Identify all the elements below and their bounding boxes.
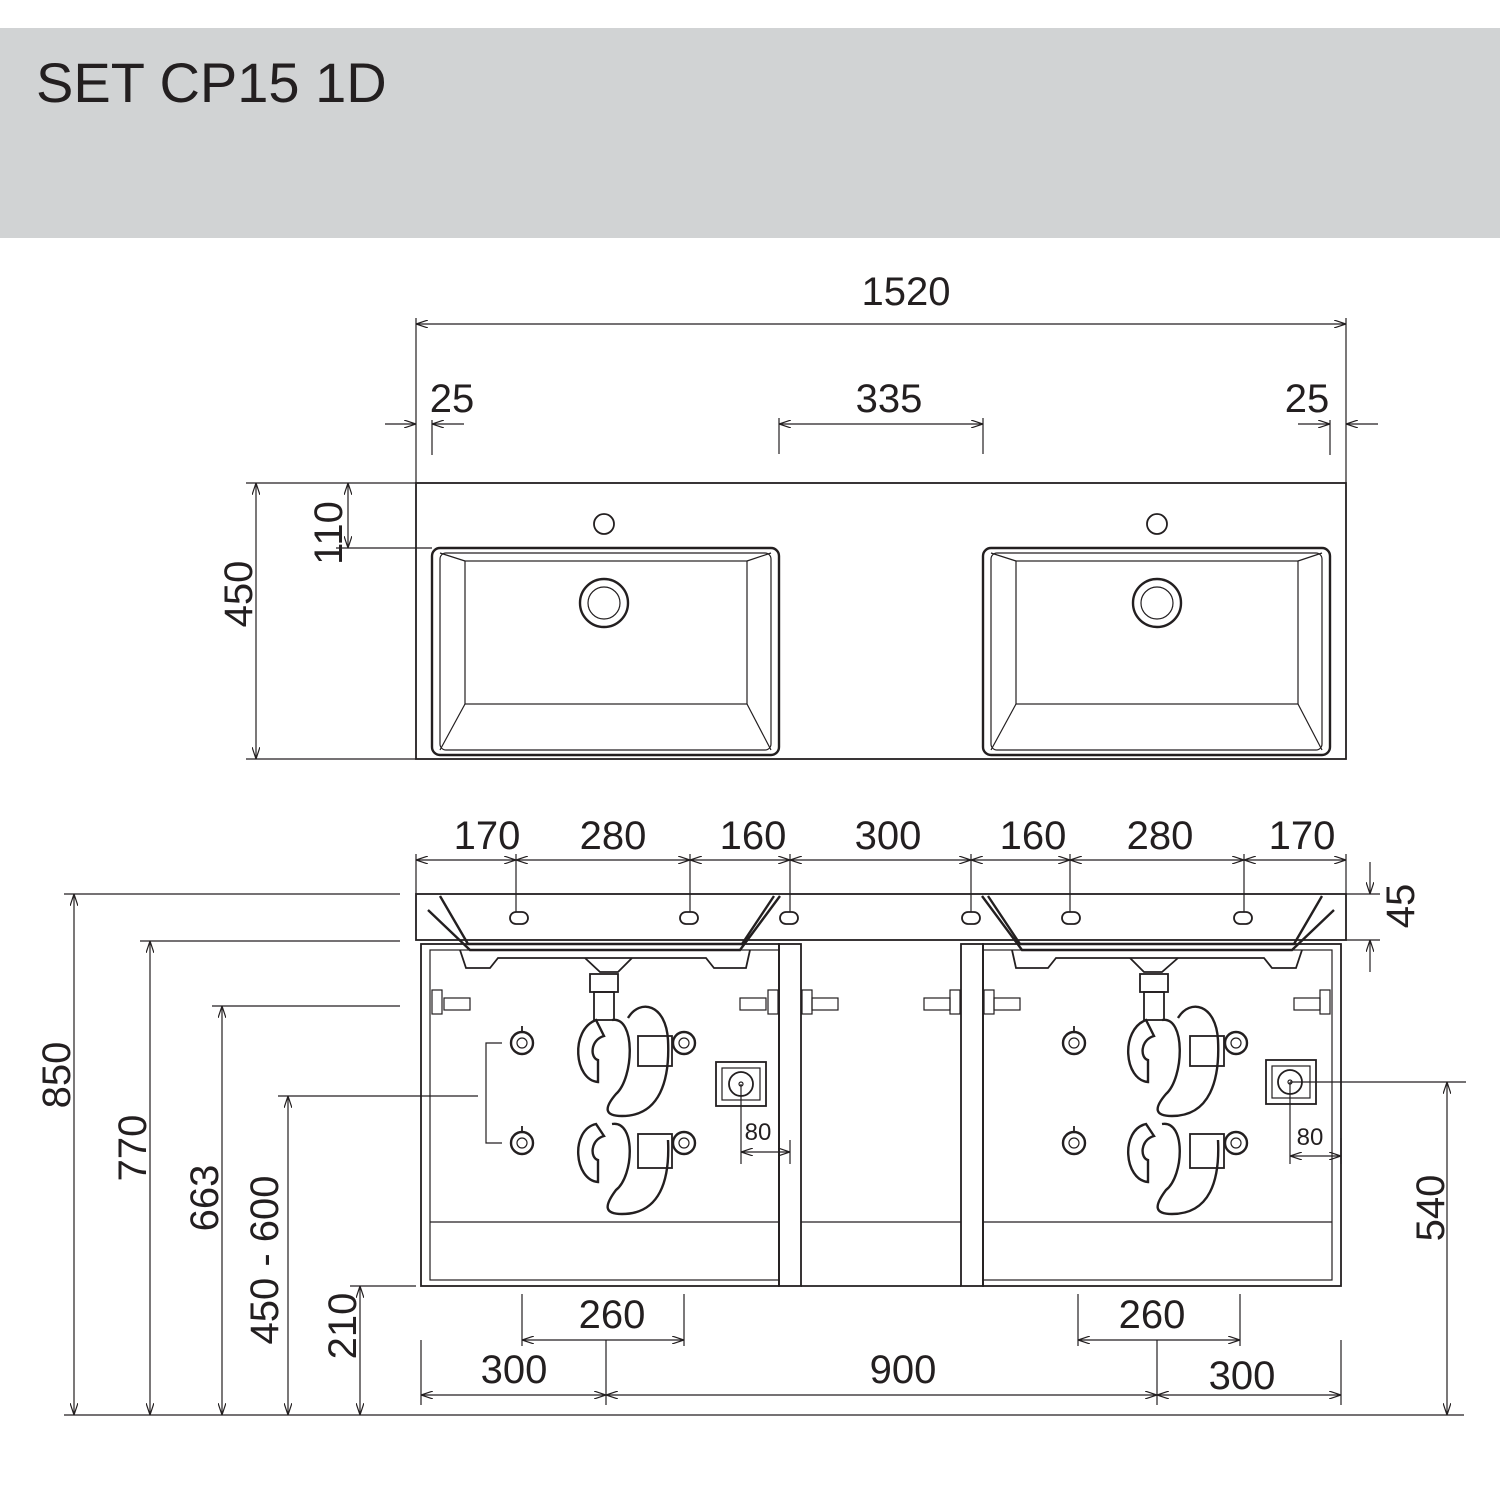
dim-tap-to-basin: 110 [307,501,351,565]
dim-segment-3: 160 [720,814,787,858]
cabinet-left [420,943,780,1287]
dim-segment-2: 280 [580,814,647,858]
dim-segment-4: 300 [855,814,922,858]
dim-bottom-left: 300 [481,1348,548,1392]
tap-hole-left [593,513,615,535]
dim-edge-left: 25 [430,377,475,421]
countertop-top-outline [415,482,1347,760]
top-view: 1520 25 25 335 450 110 [217,270,1378,760]
dim-overall-width: 1520 [862,270,951,314]
cabinet-center [778,943,802,1287]
left-basin-profile [427,895,781,952]
dim-socket-offset-right: 80 [1297,1124,1324,1151]
tap-hole-right [1146,513,1168,535]
dim-segment-1: 170 [454,814,521,858]
dim-bottom-right: 300 [1209,1354,1276,1398]
front-view: 170 280 160 300 160 280 170 45 [35,814,1466,1416]
dim-segment-7: 170 [1269,814,1336,858]
product-title: SET CP15 1D [36,51,387,114]
dim-segment-5: 160 [1000,814,1067,858]
right-siphon [1127,973,1249,1216]
right-basin-top [981,513,1332,757]
dim-drain-span-left: 260 [579,1293,646,1337]
dim-drain-span-right: 260 [1119,1293,1186,1337]
title-banner [0,28,1500,238]
right-basin-profile [981,895,1335,952]
dim-height-supply-range: 450 - 600 [243,1175,287,1344]
dim-height-floor-gap: 210 [321,1293,365,1360]
mounting-brackets [431,989,1331,1015]
dim-height-top-edge: 770 [111,1115,155,1182]
segment-dimensions: 170 280 160 300 160 280 170 [415,814,1347,912]
dim-depth: 450 [217,561,261,628]
dim-bottom-center: 900 [870,1348,937,1392]
dim-socket-height: 540 [1409,1175,1453,1242]
dim-top-thickness: 45 [1379,884,1423,929]
dim-segment-6: 280 [1127,814,1194,858]
dim-socket-offset-left: 80 [745,1119,772,1146]
dim-height-rail: 663 [183,1165,227,1232]
countertop-front [415,893,1347,941]
left-siphon [577,973,697,1216]
dim-height-total: 850 [35,1042,79,1109]
height-dimensions: 850 770 663 450 - 600 210 [35,893,1464,1416]
left-supply-valves [485,1026,535,1156]
right-supply-valves [1061,1026,1087,1156]
dim-edge-right: 25 [1285,377,1330,421]
left-basin-top [430,513,781,757]
dim-center-gap: 335 [856,377,923,421]
